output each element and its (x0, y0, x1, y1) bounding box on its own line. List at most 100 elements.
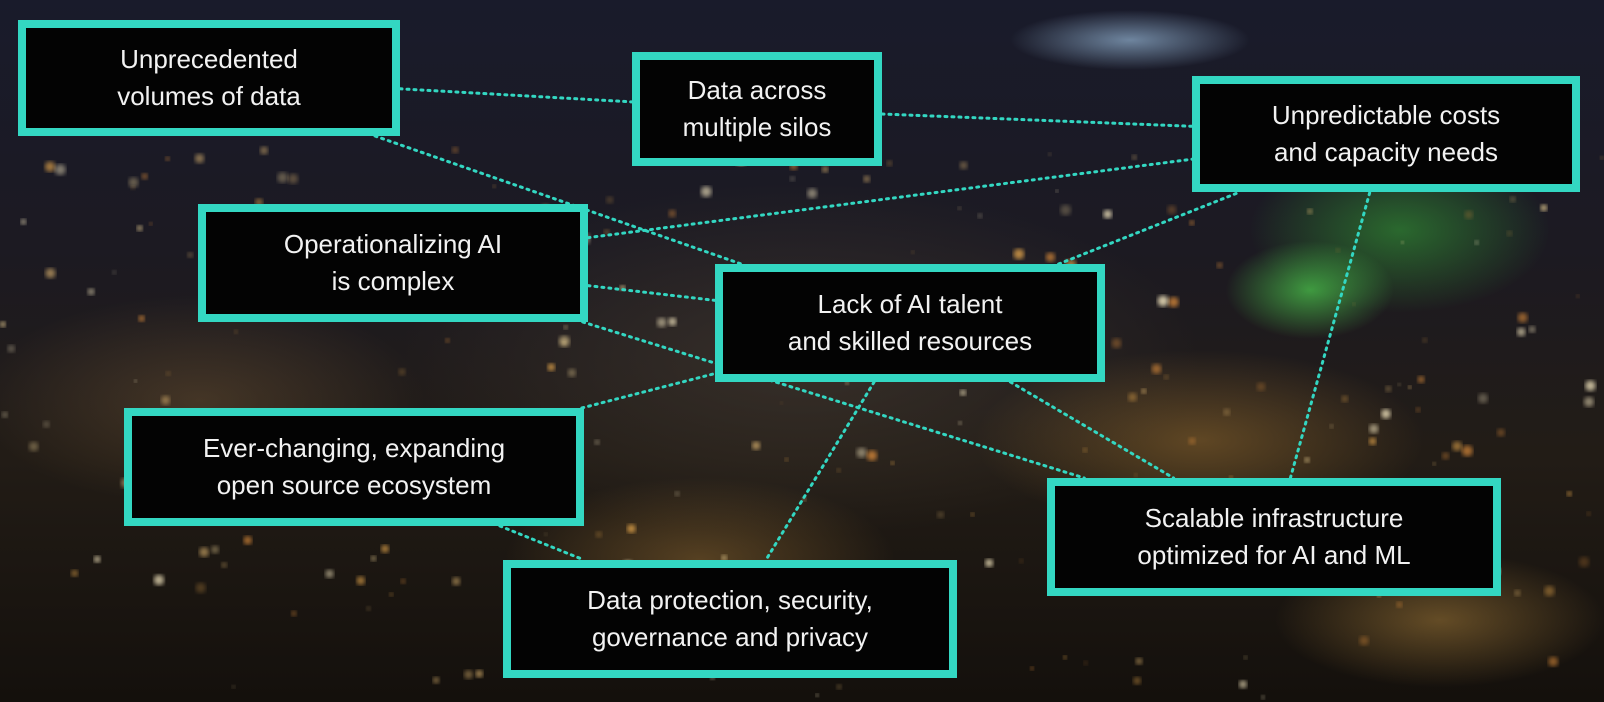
light-spot (547, 363, 555, 372)
light-spot (1548, 656, 1559, 667)
light-spot (958, 421, 963, 425)
light-spot (1133, 473, 1138, 477)
light-spot (221, 562, 228, 568)
light-spot (1509, 196, 1516, 203)
light-spot (1151, 363, 1162, 374)
light-spot (1566, 491, 1572, 497)
light-spot (1417, 376, 1425, 383)
node-data-silos: Data across multiple silos (632, 52, 882, 166)
light-spot (1415, 407, 1421, 413)
light-spot (1359, 636, 1369, 646)
light-spot (911, 250, 915, 254)
light-spot (464, 670, 473, 679)
light-spot (1385, 385, 1392, 392)
light-spot (1583, 396, 1594, 407)
light-spot (1432, 462, 1436, 466)
node-data-protection: Data protection, security, governance an… (503, 560, 957, 678)
light-spot (1497, 428, 1505, 437)
light-spot (400, 578, 406, 584)
light-spot (866, 450, 878, 461)
light-spot (959, 161, 968, 170)
light-spot (1063, 655, 1067, 660)
node-unprecedented-volumes: Unprecedented volumes of data (18, 20, 400, 136)
light-spot (1223, 408, 1231, 416)
light-spot (1256, 382, 1266, 392)
connector-line (764, 380, 876, 562)
light-spot (674, 491, 680, 497)
light-spot (1461, 445, 1473, 457)
light-spot (1307, 208, 1313, 214)
light-spot (28, 441, 39, 452)
light-spot (863, 175, 871, 183)
light-spot (54, 164, 66, 176)
light-spot (1243, 655, 1248, 660)
light-spot (87, 288, 95, 296)
light-spot (199, 547, 210, 557)
light-spot (1, 411, 8, 418)
light-spot (1585, 380, 1596, 392)
light-spot (231, 685, 236, 689)
light-spot (558, 336, 570, 347)
light-spot (356, 576, 366, 585)
light-spot (153, 574, 165, 586)
light-spot (44, 161, 56, 172)
light-spot (1030, 666, 1034, 671)
light-spot (1478, 393, 1488, 404)
node-ai-talent: Lack of AI talent and skilled resources (715, 264, 1105, 382)
node-open-source-ecosystem: Ever-changing, expanding open source eco… (124, 408, 584, 526)
light-spot (243, 536, 252, 545)
light-spot (1131, 154, 1137, 160)
light-spot (890, 461, 895, 466)
light-spot (1239, 680, 1247, 689)
light-spot (957, 206, 962, 211)
light-spot (1329, 424, 1334, 429)
light-spot (595, 531, 602, 538)
connector-line (580, 372, 717, 410)
connector-line (1057, 190, 1242, 266)
light-spot (195, 582, 206, 594)
light-spot (432, 676, 440, 684)
light-spot (668, 317, 677, 326)
light-spot (165, 371, 171, 376)
light-spot (165, 156, 170, 161)
light-spot (1167, 205, 1177, 215)
connector-line (880, 112, 1194, 128)
light-spot (0, 321, 6, 328)
light-spot (1128, 392, 1137, 402)
light-spot (1586, 511, 1591, 516)
light-spot (1083, 660, 1088, 666)
light-spot (194, 153, 205, 164)
light-spot (161, 395, 171, 405)
light-spot (389, 592, 394, 597)
light-spot (1135, 657, 1143, 665)
light-spot (937, 511, 945, 519)
light-spot (1082, 447, 1088, 453)
light-spot (886, 160, 893, 167)
light-spot (1369, 424, 1379, 434)
light-spot (1578, 556, 1590, 568)
light-spot (138, 315, 145, 322)
light-spot (20, 219, 27, 225)
connector-line (1288, 190, 1372, 480)
light-spot (1060, 204, 1071, 216)
light-spot (1514, 589, 1521, 597)
light-spot (445, 338, 450, 343)
light-spot (187, 252, 193, 258)
node-unpredictable-costs: Unpredictable costs and capacity needs (1192, 76, 1580, 192)
light-spot (93, 556, 101, 563)
light-spot (1045, 252, 1056, 262)
light-spot (1540, 204, 1548, 212)
light-spot (475, 669, 484, 678)
light-spot (1600, 156, 1604, 160)
light-spot (567, 368, 577, 377)
light-spot (1516, 327, 1526, 337)
light-spot (721, 555, 727, 561)
light-spot (1381, 409, 1391, 419)
light-spot (1528, 326, 1536, 333)
light-spot (1397, 382, 1401, 387)
light-spot (836, 684, 842, 690)
light-spot (1369, 437, 1377, 445)
light-spot (1464, 210, 1474, 219)
light-spot (1189, 220, 1195, 226)
light-spot (211, 545, 219, 554)
